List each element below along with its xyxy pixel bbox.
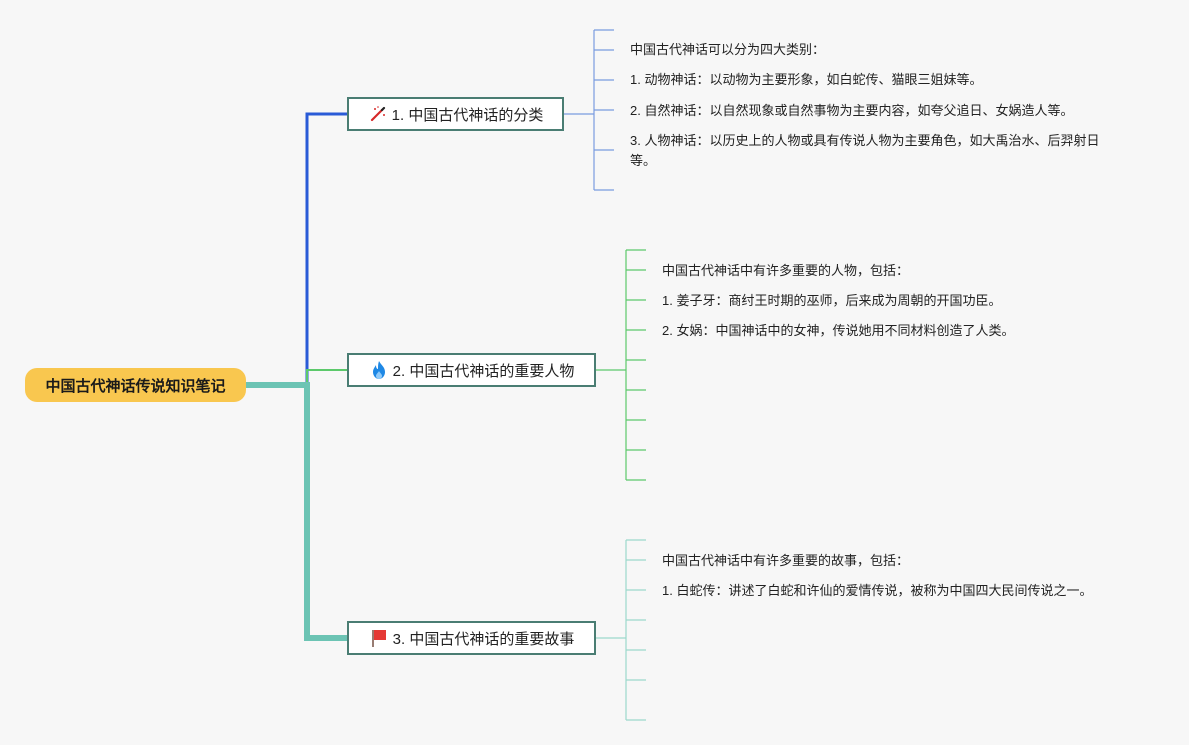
topic-important-figures[interactable]: 2. 中国古代神话的重要人物 [347, 353, 596, 387]
bracket-branch-3 [596, 539, 646, 721]
leaf-text: 1. 姜子牙：商纣王时期的巫师，后来成为周朝的开国功臣。 [662, 293, 1002, 308]
leaf-text: 1. 动物神话：以动物为主要形象，如白蛇传、猫眼三姐妹等。 [630, 72, 983, 87]
connector-root-branch-3 [246, 382, 347, 641]
topic-title: 3. 中国古代神话的重要故事 [392, 630, 575, 648]
leaf-text: 中国古代神话可以分为四大类别： [630, 42, 826, 57]
bracket-branch-1 [564, 29, 614, 191]
leaf-text: 2. 自然神话：以自然现象或自然事物为主要内容，如夸父追日、女娲造人等。 [630, 103, 1074, 118]
leaf-text: 2. 女娲：中国神话中的女神，传说她用不同材料创造了人类。 [662, 323, 1015, 338]
leaf-text: 1. 白蛇传：讲述了白蛇和许仙的爱情传说，被称为中国四大民间传说之一。 [662, 583, 1093, 598]
fire-icon [369, 360, 389, 380]
root-topic[interactable]: 中国古代神话传说知识笔记 [25, 368, 246, 402]
leaf-text: 3. 人物神话：以历史上的人物或具有传说人物为主要角色，如大禹治水、后羿射日等。 [630, 133, 1100, 168]
topic-classification[interactable]: 1. 中国古代神话的分类 [347, 97, 564, 131]
topic-title: 2. 中国古代神话的重要人物 [392, 362, 575, 380]
bracket-branch-2 [596, 249, 646, 481]
red-flag-icon [369, 628, 389, 648]
connector-root-branch-1 [246, 112, 347, 387]
topic-important-stories[interactable]: 3. 中国古代神话的重要故事 [347, 621, 596, 655]
root-title: 中国古代神话传说知识笔记 [45, 377, 226, 395]
topic-title: 1. 中国古代神话的分类 [391, 106, 544, 124]
leaf-text: 中国古代神话中有许多重要的故事，包括： [662, 553, 910, 568]
leaf-text: 中国古代神话中有许多重要的人物，包括： [662, 263, 910, 278]
magic-wand-icon [368, 104, 388, 124]
